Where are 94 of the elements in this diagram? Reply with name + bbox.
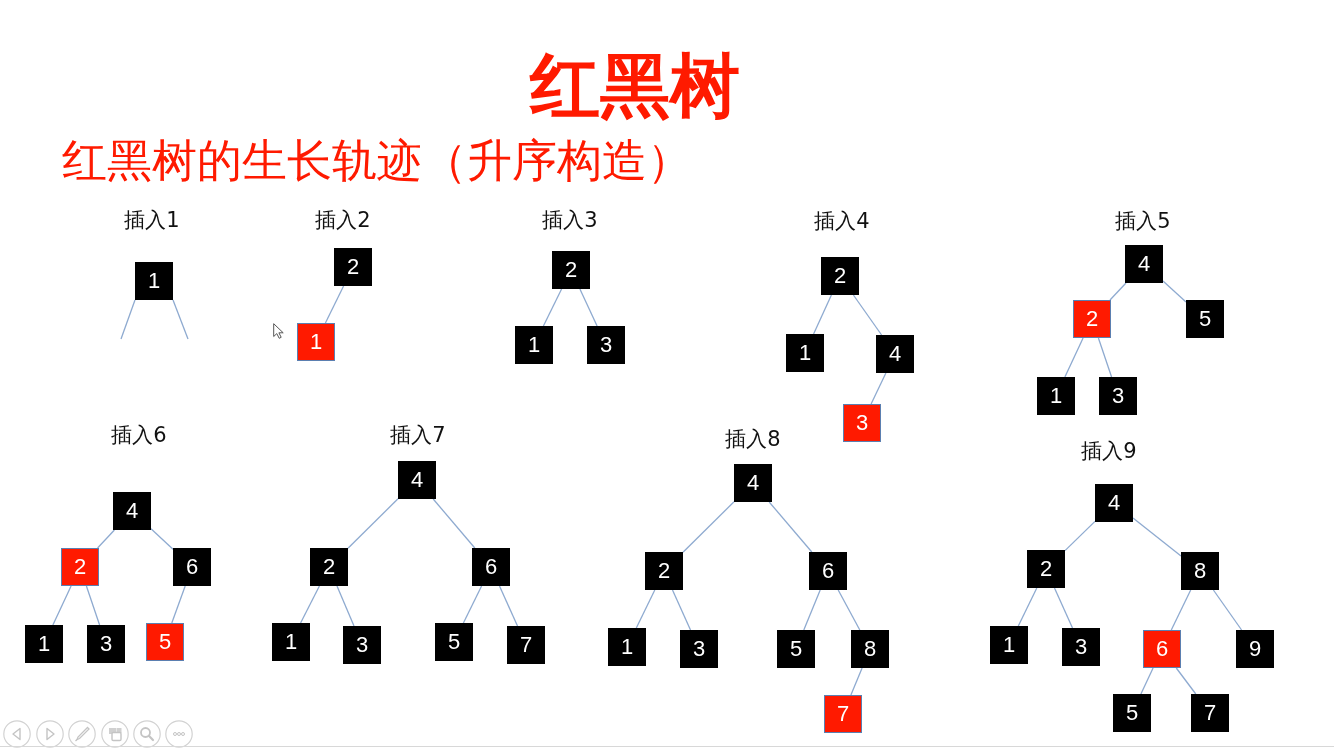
tree-node: 2 — [334, 248, 372, 286]
tree-node: 2 — [1027, 550, 1065, 588]
tree-node: 1 — [608, 628, 646, 666]
step-label: 插入9 — [1081, 439, 1137, 465]
tree-edge — [850, 667, 863, 696]
tree-node: 4 — [876, 335, 914, 373]
tree-node: 5 — [435, 623, 473, 661]
tree-node: 3 — [587, 326, 625, 364]
tree-node: 3 — [87, 625, 125, 663]
tree-node: 7 — [507, 626, 545, 664]
tree-edge — [1064, 337, 1084, 378]
tree-node: 6 — [809, 552, 847, 590]
tree-node: 3 — [680, 630, 718, 668]
branch-line — [120, 299, 136, 340]
tree-node: 2 — [1073, 300, 1111, 338]
tree-edge — [803, 589, 821, 631]
tree-node: 5 — [777, 630, 815, 668]
tree-node: 2 — [310, 548, 348, 586]
tree-edge — [96, 529, 116, 549]
tree-node: 3 — [843, 404, 881, 442]
tree-edge — [432, 498, 476, 549]
tree-node: 9 — [1236, 630, 1274, 668]
tree-node: 8 — [851, 630, 889, 668]
step-label: 插入6 — [111, 423, 167, 449]
tree-edge — [1212, 589, 1243, 631]
tree-node: 1 — [1037, 377, 1075, 415]
tree-edge — [768, 501, 813, 553]
tree-node: 7 — [1191, 694, 1229, 732]
tree-node: 6 — [173, 548, 211, 586]
tree-node: 1 — [135, 262, 173, 300]
tree-edge — [682, 501, 735, 553]
tree-edge — [1175, 667, 1197, 695]
tree-node: 3 — [343, 626, 381, 664]
tree-edge — [1162, 280, 1187, 303]
tree-edge — [299, 585, 321, 624]
step-label: 插入8 — [725, 427, 781, 453]
tree-edge — [870, 372, 887, 405]
step-label: 插入4 — [814, 209, 870, 235]
tree-node: 6 — [1143, 630, 1181, 668]
branch-line — [172, 299, 189, 340]
tree-edge — [52, 585, 72, 626]
tree-edge — [635, 589, 656, 629]
tree-node: 4 — [734, 464, 772, 502]
tree-edge — [1064, 520, 1096, 552]
step-label: 插入5 — [1115, 209, 1171, 235]
tree-node: 8 — [1181, 552, 1219, 590]
step-label: 插入2 — [315, 208, 371, 234]
tree-edge — [150, 528, 174, 550]
subtitle: 红黑树的生长轨迹（升序构造） — [62, 137, 692, 187]
tree-node: 2 — [552, 251, 590, 289]
tree-edge — [1053, 587, 1074, 629]
tree-node: 1 — [25, 625, 63, 663]
tree-node: 1 — [515, 326, 553, 364]
tree-edge — [324, 285, 345, 324]
tree-edge — [812, 294, 833, 335]
tree-node: 4 — [113, 492, 151, 530]
tree-edge — [1097, 337, 1113, 378]
tree-edge — [671, 589, 692, 631]
tree-node: 1 — [786, 334, 824, 372]
tree-node: 2 — [61, 548, 99, 586]
tree-node: 1 — [990, 626, 1028, 664]
tree-edge — [1140, 667, 1154, 695]
tree-edge — [462, 585, 483, 624]
tree-edge — [542, 288, 563, 327]
tree-node: 1 — [297, 323, 335, 361]
tree-edge — [1017, 587, 1038, 627]
tree-node: 5 — [1113, 694, 1151, 732]
tree-edge — [347, 498, 399, 549]
tree-edge — [336, 585, 355, 627]
step-label: 插入3 — [542, 208, 598, 234]
step-label: 插入1 — [124, 208, 180, 234]
tree-node: 6 — [472, 548, 510, 586]
tree-edge — [837, 589, 861, 631]
step-label: 插入7 — [390, 423, 446, 449]
tree-node: 4 — [1125, 245, 1163, 283]
tree-edge — [1109, 282, 1127, 301]
tree-edge — [1132, 517, 1182, 557]
tree-edge — [579, 288, 598, 327]
tree-node: 3 — [1062, 628, 1100, 666]
tree-edge — [1170, 589, 1192, 631]
tree-node: 4 — [398, 461, 436, 499]
tree-node: 2 — [645, 552, 683, 590]
tree-edge — [498, 585, 519, 627]
tree-edge — [85, 585, 101, 626]
title: 红黑树 — [530, 47, 740, 125]
tree-node: 5 — [1186, 300, 1224, 338]
tree-edge — [171, 585, 186, 624]
tree-node: 5 — [146, 623, 184, 661]
tree-node: 7 — [824, 695, 862, 733]
tree-node: 3 — [1099, 377, 1137, 415]
tree-node: 2 — [821, 257, 859, 295]
tree-edge — [852, 294, 883, 336]
tree-node: 1 — [272, 623, 310, 661]
tree-node: 4 — [1095, 484, 1133, 522]
